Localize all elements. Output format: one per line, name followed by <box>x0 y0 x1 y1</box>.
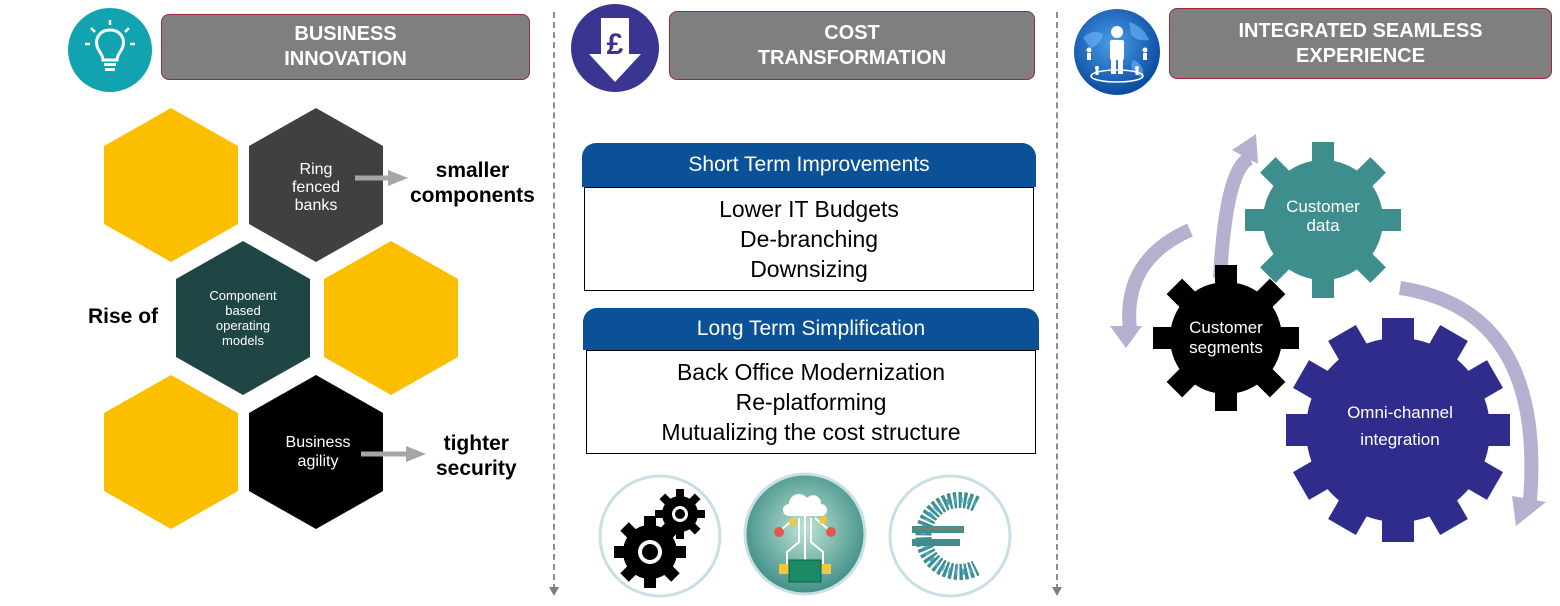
divider-arrow-icon <box>1052 587 1062 596</box>
short-term-title: Short Term Improvements <box>582 143 1036 187</box>
rise-of-label: Rise of <box>88 305 159 328</box>
short-term-box: Lower IT Budgets De-branching Downsizing <box>584 187 1034 291</box>
globe-person-icon <box>1074 9 1160 95</box>
arc-arrow-icon <box>1512 496 1546 526</box>
gears-icon <box>598 474 722 598</box>
hex-component-label-1: Component <box>209 288 277 303</box>
hex-yellow-bottom-left <box>104 375 238 529</box>
long-term-box: Back Office Modernization Re-platforming… <box>586 350 1036 454</box>
gear-data-label-1: Customer <box>1286 197 1360 216</box>
hexagon-cluster: Ring fenced banks Component based operat… <box>104 108 458 529</box>
business-innovation-icon <box>68 8 152 92</box>
gear-customer-data <box>1245 142 1401 298</box>
short-term-item: Lower IT Budgets <box>719 196 899 222</box>
section-divider <box>1056 12 1058 590</box>
gear-customer-segments <box>1153 265 1299 411</box>
arrow-right-icon <box>361 446 426 462</box>
hex-agility-label-2: agility <box>298 453 339 470</box>
svg-text:£: £ <box>607 28 624 61</box>
long-term-item: Re-platforming <box>735 389 887 415</box>
gear-omni-label-2: integration <box>1360 430 1439 449</box>
arc-arrow-icon <box>1110 326 1142 348</box>
gear-segments-label-1: Customer <box>1189 318 1263 337</box>
tighter-security-label: tighter security <box>436 432 517 480</box>
gear-data-label-2: data <box>1306 216 1340 235</box>
divider-arrow-icon <box>549 587 559 596</box>
hex-business-agility <box>249 375 383 529</box>
cloud-network-icon <box>743 472 867 596</box>
euro-icon <box>888 474 1012 598</box>
hex-component-label-3: operating <box>216 318 270 333</box>
hex-component-label-2: based <box>225 303 260 318</box>
lightbulb-icon <box>68 8 152 92</box>
gear-omni-label-1: Omni-channel <box>1347 403 1453 422</box>
gear-segments-label-2: segments <box>1189 338 1263 357</box>
smaller-components-label: smaller components <box>410 159 535 207</box>
pound-down-arrow-icon: £ <box>571 4 659 92</box>
hex-component-based <box>176 241 310 395</box>
hex-agility-label-1: Business <box>286 434 351 451</box>
hex-yellow-top-left <box>104 108 238 262</box>
gear-omni-channel <box>1286 318 1510 542</box>
hex-ring-label-3: banks <box>295 197 338 214</box>
hex-ring-label-1: Ring <box>300 161 333 178</box>
hex-ring-label-2: fenced <box>292 179 340 196</box>
long-term-title: Long Term Simplification <box>583 308 1039 350</box>
long-term-item: Back Office Modernization <box>676 359 946 385</box>
section-divider <box>553 12 555 590</box>
long-term-item: Mutualizing the cost structure <box>661 419 961 445</box>
hex-ring-fenced <box>249 108 383 262</box>
hex-component-label-4: models <box>222 333 264 348</box>
gears-cycle-diagram: Customer data Customer segments Omni-cha… <box>1110 134 1546 542</box>
short-term-item: De-branching <box>739 226 879 252</box>
short-term-item: Downsizing <box>750 256 868 282</box>
arrow-right-icon <box>355 170 408 186</box>
arc-arrow-icon <box>1232 134 1258 164</box>
integrated-experience-icon <box>1073 8 1161 96</box>
cycle-arcs <box>1122 151 1539 501</box>
hex-yellow-middle-right <box>324 241 458 395</box>
cost-transformation-icon: £ <box>571 4 659 92</box>
